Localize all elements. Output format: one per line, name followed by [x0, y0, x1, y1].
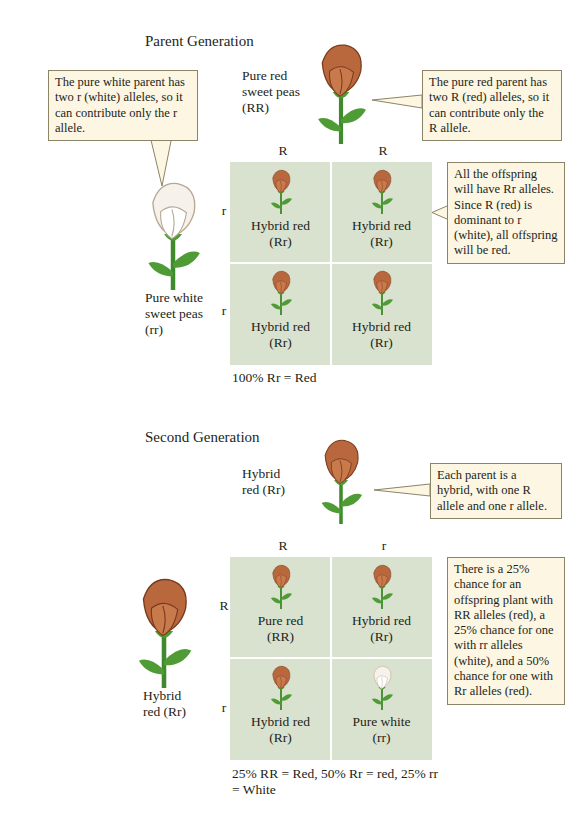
cell-label: Hybrid red (Rr) — [347, 319, 417, 351]
allele-letter: r — [217, 303, 231, 319]
plant-label: Hybrid red (Rr) — [242, 466, 298, 498]
plant-label: 25% RR = Red, 50% Rr = red, 25% rr = Whi… — [232, 766, 446, 798]
callout-box: The pure red parent has two R (red) alle… — [422, 70, 562, 141]
allele-letter: R — [376, 143, 390, 159]
punnett-cell: Hybrid red (Rr) — [331, 263, 432, 365]
allele-letter: r — [377, 538, 391, 554]
punnett-cell: Hybrid red (Rr) — [230, 162, 331, 263]
punnett-cell: Pure white (rr) — [331, 658, 432, 760]
callout-text: The pure white parent has two r (white) … — [55, 75, 191, 136]
cell-flower — [271, 271, 292, 315]
callout-pointer — [432, 206, 448, 220]
callout-box: Each parent is a hybrid, with one R alle… — [430, 463, 562, 519]
callout-text: Each parent is a hybrid, with one R alle… — [437, 468, 555, 514]
punnett-cell: Hybrid red (Rr) — [230, 658, 331, 760]
plant-label: Pure red sweet peas (RR) — [242, 68, 304, 117]
callout-tail — [372, 95, 422, 108]
punnett-grid — [230, 162, 432, 365]
punnett-cell: Hybrid red (Rr) — [331, 162, 432, 263]
cell-label: Pure red (RR) — [246, 613, 316, 645]
allele-letter: R — [276, 538, 290, 554]
cell-flower — [372, 666, 393, 710]
callout-text: There is a 25% chance for an offspring p… — [454, 562, 558, 699]
red-flower — [318, 45, 366, 144]
callout-text: The pure red parent has two R (red) alle… — [429, 75, 555, 136]
cell-label: Hybrid red (Rr) — [246, 714, 316, 746]
cell-label: Hybrid red (Rr) — [347, 613, 417, 645]
cell-label: Pure white (rr) — [347, 714, 417, 746]
cell-label: Hybrid red (Rr) — [246, 319, 316, 351]
allele-letter: R — [217, 598, 231, 614]
cell-flower — [372, 170, 393, 214]
callout-tail — [374, 484, 430, 496]
callout-tail — [150, 136, 172, 186]
section-heading: Second Generation — [145, 428, 365, 446]
callout-text: All the offspring will have Rr alleles. … — [454, 167, 558, 259]
punnett-cell: Hybrid red (Rr) — [331, 557, 432, 658]
cell-label: Hybrid red (Rr) — [347, 218, 417, 250]
section-heading: Parent Generation — [145, 32, 365, 50]
plant-label: Hybrid red (Rr) — [143, 688, 199, 720]
cell-flower — [372, 565, 393, 609]
white-flower — [148, 183, 200, 290]
plant-label: Pure white sweet peas (rr) — [145, 290, 221, 339]
cell-flower — [372, 271, 393, 315]
callout-box: The pure white parent has two r (white) … — [48, 70, 198, 141]
cell-flower — [271, 170, 292, 214]
cell-flower — [271, 565, 292, 609]
allele-letter: r — [217, 700, 231, 716]
callout-box: There is a 25% chance for an offspring p… — [447, 557, 565, 705]
callout-box: All the offspring will have Rr alleles. … — [447, 162, 565, 264]
plant-label: 100% Rr = Red — [232, 370, 432, 386]
punnett-cell: Hybrid red (Rr) — [230, 263, 331, 365]
cell-label: Hybrid red (Rr) — [246, 218, 316, 250]
allele-letter: R — [276, 143, 290, 159]
allele-letter: r — [217, 203, 231, 219]
red-flower — [139, 579, 191, 688]
punnett-cell: Pure red (RR) — [230, 557, 331, 658]
cell-flower — [271, 666, 292, 710]
punnett-grid — [230, 557, 432, 760]
red-flower — [322, 440, 362, 524]
